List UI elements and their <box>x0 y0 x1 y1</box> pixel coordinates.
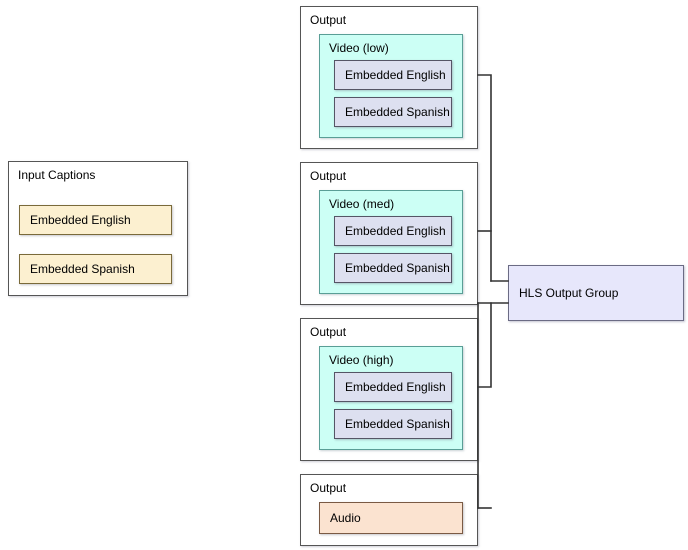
output-caption-label: Embedded English <box>345 224 446 238</box>
output-caption-embedded-spanish[interactable]: Embedded Spanish <box>334 253 452 283</box>
video-stream-med[interactable]: Video (med) Embedded English Embedded Sp… <box>319 190 463 294</box>
output-label: Output <box>310 481 347 495</box>
output-caption-label: Embedded Spanish <box>345 417 450 431</box>
output-caption-embedded-spanish[interactable]: Embedded Spanish <box>334 97 452 127</box>
output-caption-label: Embedded Spanish <box>345 105 450 119</box>
output-label: Output <box>310 325 347 339</box>
input-captions-box[interactable]: Input Captions Embedded English Embedded… <box>8 161 188 296</box>
hls-output-group-box[interactable]: HLS Output Group <box>508 265 684 321</box>
video-stream-high[interactable]: Video (high) Embedded English Embedded S… <box>319 346 463 450</box>
audio-stream-label: Audio <box>330 511 361 525</box>
input-captions-label: Input Captions <box>18 168 96 182</box>
video-stream-label: Video (low) <box>329 41 389 55</box>
video-stream-label: Video (med) <box>329 197 395 211</box>
output-caption-embedded-english[interactable]: Embedded English <box>334 372 452 402</box>
connector-video-high <box>477 302 492 388</box>
hls-output-group-label: HLS Output Group <box>519 286 619 300</box>
output-caption-label: Embedded English <box>345 380 446 394</box>
video-stream-low[interactable]: Video (low) Embedded English Embedded Sp… <box>319 34 463 138</box>
output-caption-embedded-english[interactable]: Embedded English <box>334 216 452 246</box>
output-label: Output <box>310 169 347 183</box>
video-stream-label: Video (high) <box>329 353 394 367</box>
input-caption-label: Embedded Spanish <box>30 262 135 276</box>
output-caption-embedded-english[interactable]: Embedded English <box>334 60 452 90</box>
output-box-video-med[interactable]: Output Video (med) Embedded English Embe… <box>300 162 478 305</box>
output-caption-label: Embedded English <box>345 68 446 82</box>
output-box-video-low[interactable]: Output Video (low) Embedded English Embe… <box>300 6 478 149</box>
output-box-video-high[interactable]: Output Video (high) Embedded English Emb… <box>300 318 478 461</box>
output-box-audio[interactable]: Output Audio <box>300 474 478 546</box>
input-caption-embedded-spanish[interactable]: Embedded Spanish <box>19 254 172 284</box>
connector-video-low <box>477 74 492 282</box>
output-caption-embedded-spanish[interactable]: Embedded Spanish <box>334 409 452 439</box>
output-label: Output <box>310 13 347 27</box>
output-caption-label: Embedded Spanish <box>345 261 450 275</box>
input-caption-embedded-english[interactable]: Embedded English <box>19 205 172 235</box>
input-caption-label: Embedded English <box>30 213 131 227</box>
audio-stream[interactable]: Audio <box>319 502 463 534</box>
